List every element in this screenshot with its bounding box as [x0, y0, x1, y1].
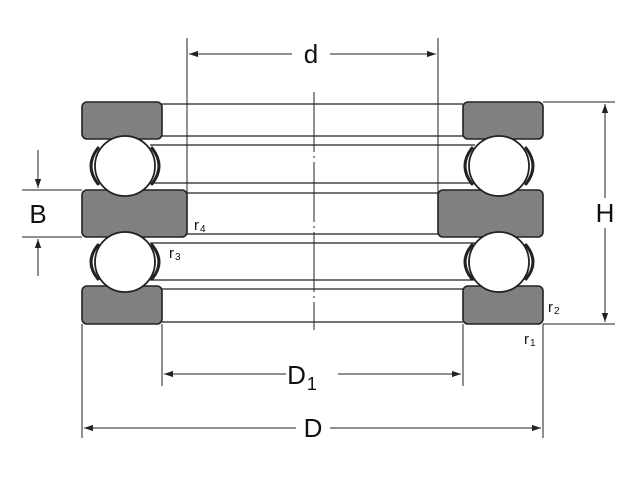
middle-right-shaft-washer: [437, 189, 544, 238]
r4-label: r4: [194, 217, 206, 235]
dimension-D: D: [84, 413, 541, 443]
bottom-left-cage: [89, 243, 100, 281]
extension-lines: [22, 38, 615, 438]
bottom-right-cage: [463, 243, 474, 281]
top-left-ball: [94, 135, 156, 197]
middle-left-shaft-washer: [81, 189, 188, 238]
profile-lines: [150, 103, 475, 323]
d1-label: D1: [287, 360, 317, 394]
r1-label: r1: [524, 331, 536, 349]
shaft-washer: [81, 189, 544, 238]
top-right-ball: [468, 135, 530, 197]
dimension-d1: D1: [164, 360, 461, 394]
ball-cages: [89, 146, 535, 281]
dimension-H: H: [596, 104, 615, 322]
r3-label: r3: [169, 245, 181, 263]
balls: [94, 135, 530, 293]
H-label: H: [596, 198, 615, 228]
top-left-housing-washer: [81, 101, 163, 140]
dimension-d: d: [189, 39, 436, 69]
housing-washers: [81, 101, 544, 325]
B-label: B: [29, 199, 46, 229]
D-label: D: [304, 413, 323, 443]
dimension-B: B: [29, 150, 47, 276]
d-label: d: [304, 39, 318, 69]
bottom-right-ball: [468, 231, 530, 293]
r2-label: r2: [548, 299, 560, 317]
top-left-cage: [89, 146, 100, 186]
bottom-left-ball: [94, 231, 156, 293]
top-right-cage: [463, 146, 474, 186]
top-right-housing-washer: [462, 101, 544, 140]
